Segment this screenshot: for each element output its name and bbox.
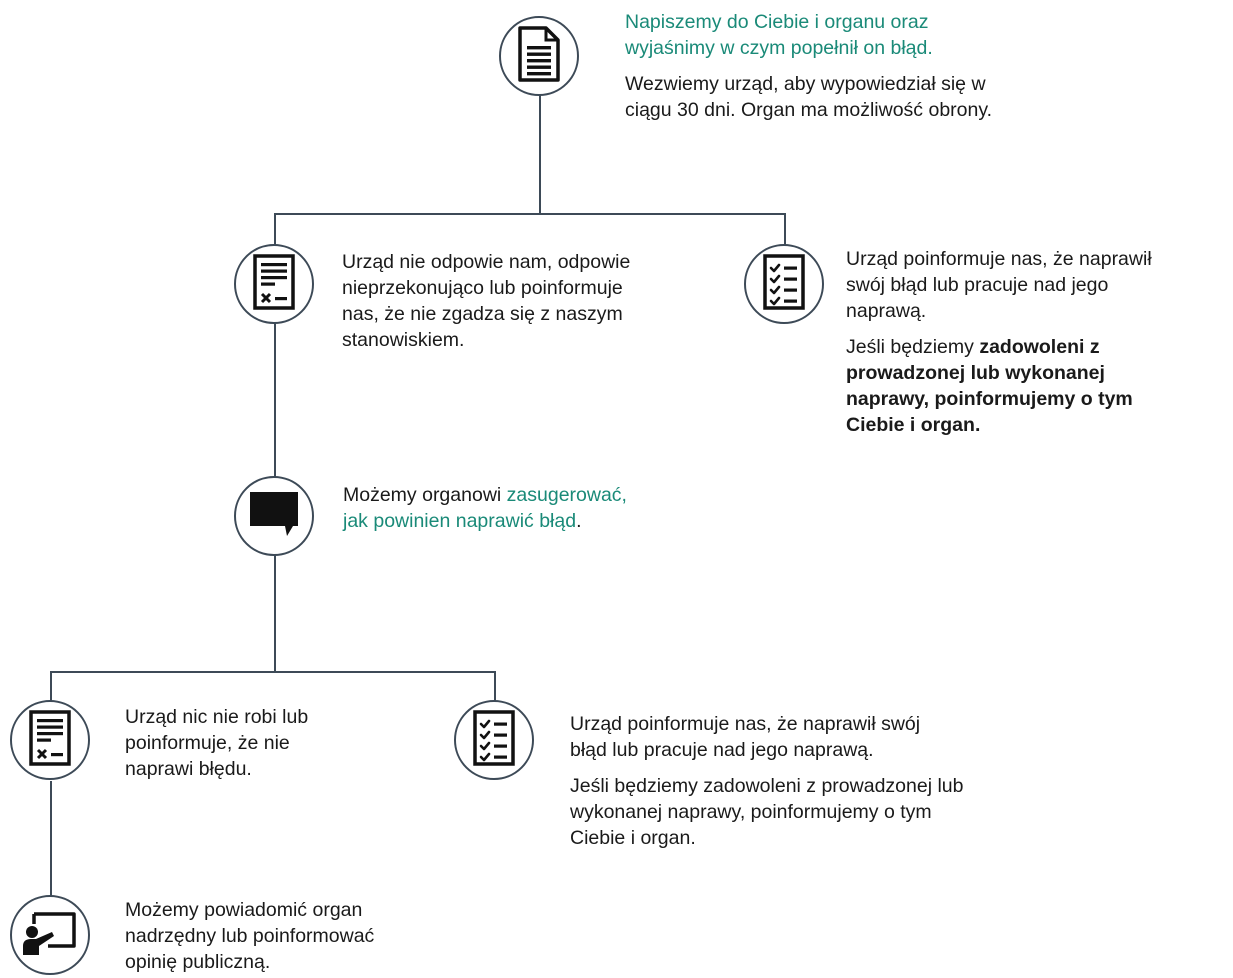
step2-suffix: . bbox=[576, 510, 582, 532]
step2-accent: zasugerować, bbox=[506, 484, 627, 506]
checklist-icon bbox=[473, 709, 515, 771]
step1-text: Napiszemy do Ciebie i organu oraz wyjaśn… bbox=[625, 9, 1145, 123]
note-bold-line: naprawy, poinformujemy o tym bbox=[846, 386, 1231, 412]
note-bold-line: prowadzonej lub wykonanej bbox=[846, 360, 1231, 386]
note-bold: prowadzonej lub wykonanej bbox=[846, 362, 1105, 384]
presentation-icon bbox=[22, 910, 78, 961]
note-bold: Ciebie i organ. bbox=[846, 414, 981, 436]
text-line: Urząd nic nie robi lub bbox=[125, 706, 309, 728]
text-line: naprawi błędu. bbox=[125, 758, 252, 780]
step1-icon-circle bbox=[499, 16, 579, 96]
connector-branch1-right-drop bbox=[784, 213, 786, 245]
branch1-positive-note: Jeśli będziemy zadowoleni z bbox=[846, 334, 1231, 360]
text-line: opinię publiczną. bbox=[125, 951, 271, 973]
step3-icon-circle bbox=[10, 895, 90, 975]
note-line: Jeśli będziemy zadowoleni z prowadzonej … bbox=[570, 775, 964, 797]
text-line: nadrzędny lub poinformować bbox=[125, 925, 375, 947]
branch2-positive-text: Urząd poinformuje nas, że naprawił swój … bbox=[570, 711, 1070, 851]
connector-step2-down bbox=[274, 554, 276, 672]
connector-to-step3 bbox=[50, 781, 52, 896]
checklist-icon bbox=[763, 253, 805, 315]
text-line: poinformuje, że nie bbox=[125, 732, 290, 754]
branch1-negative-icon-circle bbox=[234, 244, 314, 324]
branch1-positive-icon-circle bbox=[744, 244, 824, 324]
step2-accent: jak powinien naprawić błąd bbox=[343, 510, 577, 532]
text-line: naprawą. bbox=[846, 300, 927, 322]
document-rejected-icon bbox=[29, 709, 71, 771]
speech-bubble-icon bbox=[249, 491, 299, 542]
step2-line2: jak powinien naprawić błąd. bbox=[343, 508, 743, 534]
text-line: Urząd poinformuje nas, że naprawił swój bbox=[570, 713, 921, 735]
note-bold: zadowoleni z bbox=[979, 336, 1100, 358]
text-line: Urząd poinformuje nas, że naprawił bbox=[846, 248, 1152, 270]
text-line: Możemy powiadomić organ bbox=[125, 899, 363, 921]
branch2-negative-icon-circle bbox=[10, 700, 90, 780]
step1-heading-line1: Napiszemy do Ciebie i organu oraz bbox=[625, 11, 929, 33]
text-line: Urząd nie odpowie nam, odpowie bbox=[342, 251, 631, 273]
step2-icon-circle bbox=[234, 476, 314, 556]
connector-branch2-horizontal bbox=[50, 671, 496, 673]
branch1-negative-text: Urząd nie odpowie nam, odpowie nieprzeko… bbox=[342, 249, 722, 353]
document-rejected-icon bbox=[253, 253, 295, 315]
connector-top-vertical bbox=[539, 95, 541, 215]
step1-body-line1: Wezwiemy urząd, aby wypowiedział się w bbox=[625, 73, 986, 95]
branch2-positive-icon-circle bbox=[454, 700, 534, 780]
connector-branch2-right-drop bbox=[494, 671, 496, 701]
note-prefix: Jeśli będziemy bbox=[846, 336, 980, 358]
text-line: stanowiskiem. bbox=[342, 329, 465, 351]
connector-branch1-left-drop bbox=[274, 213, 276, 245]
text-line: swój błąd lub pracuje nad jego bbox=[846, 274, 1109, 296]
connector-branch1-horizontal bbox=[274, 213, 786, 215]
text-line: nieprzekonująco lub poinformuje bbox=[342, 277, 623, 299]
branch2-negative-text: Urząd nic nie robi lub poinformuje, że n… bbox=[125, 704, 425, 782]
document-icon bbox=[517, 25, 561, 87]
note-line: Ciebie i organ. bbox=[570, 827, 696, 849]
note-bold-line: Ciebie i organ. bbox=[846, 412, 1231, 438]
note-line: wykonanej naprawy, poinformujemy o tym bbox=[570, 801, 932, 823]
step3-text: Możemy powiadomić organ nadrzędny lub po… bbox=[125, 897, 455, 975]
text-line: błąd lub pracuje nad jego naprawą. bbox=[570, 739, 874, 761]
connector-branch2-left-drop bbox=[50, 671, 52, 701]
branch1-positive-text: Urząd poinformuje nas, że naprawił swój … bbox=[846, 246, 1231, 438]
note-bold: naprawy, poinformujemy o tym bbox=[846, 388, 1133, 410]
step2-prefix: Możemy organowi bbox=[343, 484, 507, 506]
step2-text: Możemy organowi zasugerować, jak powinie… bbox=[343, 482, 743, 534]
step1-heading-line2: wyjaśnimy w czym popełnił on błąd. bbox=[625, 37, 933, 59]
step1-body-line2: ciągu 30 dni. Organ ma możliwość obrony. bbox=[625, 99, 993, 121]
text-line: nas, że nie zgadza się z naszym bbox=[342, 303, 623, 325]
connector-to-step2 bbox=[274, 322, 276, 477]
step2-line1: Możemy organowi zasugerować, bbox=[343, 482, 743, 508]
